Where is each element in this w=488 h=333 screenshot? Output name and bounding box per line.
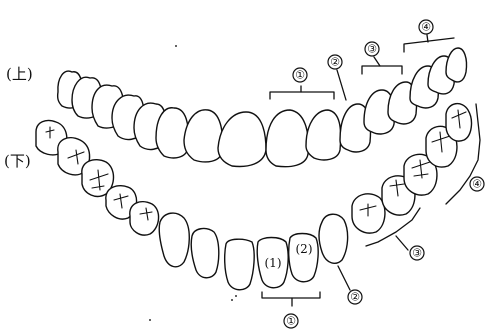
stray-dot [149, 319, 151, 321]
callout-lower-2: ② [350, 291, 360, 304]
upper-jaw-label: (上) [6, 65, 33, 83]
upper-tooth [266, 110, 308, 167]
lower-tooth [289, 234, 318, 282]
lower-tooth-mark-1: (1) [265, 256, 282, 270]
lower-tooth-mark-2: (2) [296, 242, 313, 256]
stray-dot [231, 299, 233, 301]
callout-lower-3: ③ [412, 247, 422, 260]
lower-tooth [319, 214, 348, 263]
lower-tooth [191, 229, 219, 278]
stray-dot [235, 295, 237, 297]
upper-tooth [184, 110, 222, 162]
upper-tooth [306, 110, 341, 160]
callout-upper-2: ② [330, 56, 340, 69]
upper-arch [58, 48, 467, 167]
lower-tooth [159, 213, 189, 267]
callout-lower-1: ① [286, 315, 296, 328]
callout-lower-4: ④ [472, 178, 482, 191]
upper-tooth [218, 112, 266, 166]
callout-upper-1: ① [295, 69, 305, 82]
lower-tooth [225, 239, 254, 290]
upper-tooth [446, 48, 467, 82]
lower-tooth [446, 104, 471, 141]
callout-upper-4: ④ [421, 21, 431, 34]
lower-jaw-label: (下) [4, 152, 31, 170]
callout-upper-3: ③ [367, 43, 377, 56]
upper-tooth [156, 108, 188, 158]
stray-dot [175, 45, 177, 47]
lower-tooth [130, 202, 159, 235]
